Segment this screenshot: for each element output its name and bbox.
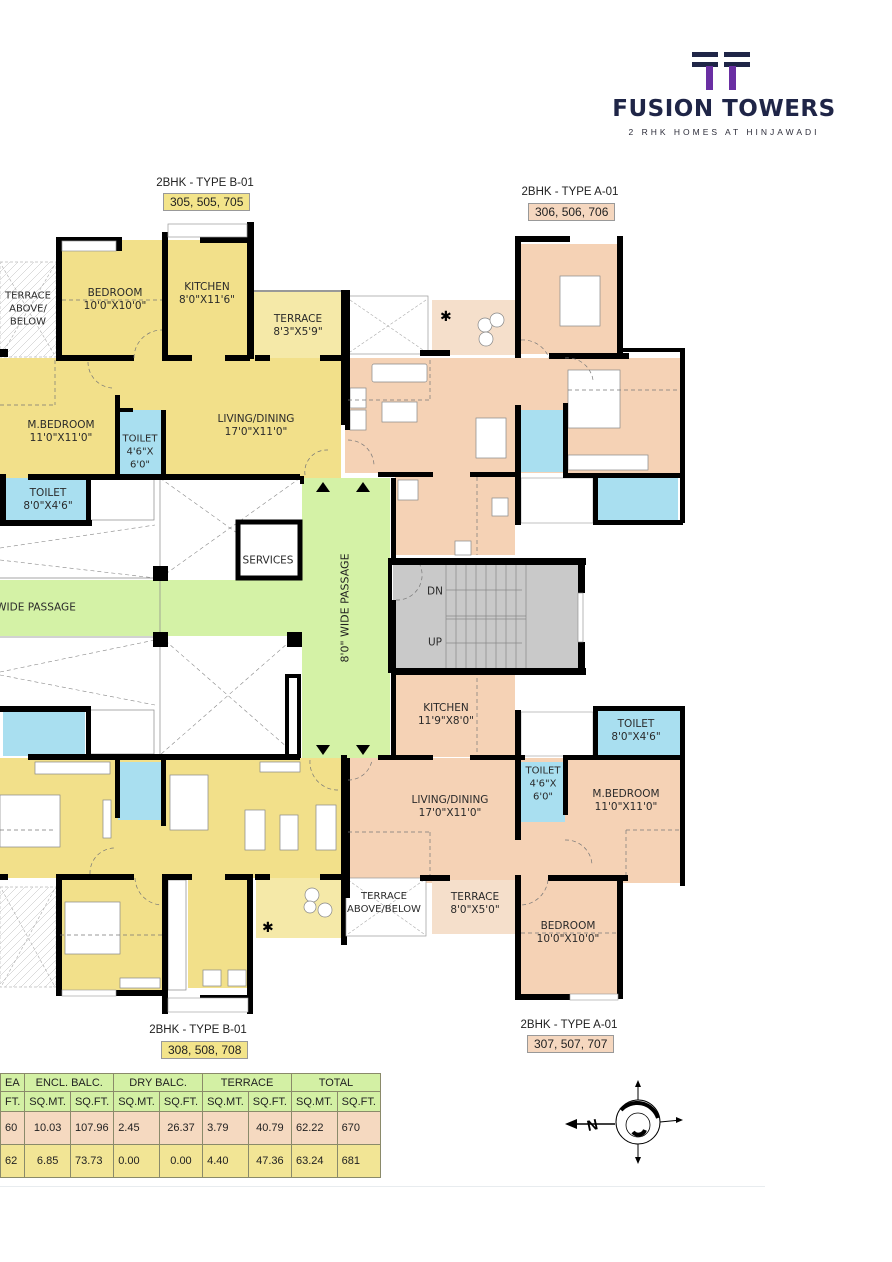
- brand-tagline: 2 RHK HOMES AT HINJAWADI: [628, 127, 820, 137]
- table-group-header: EA ENCL. BALC. DRY BALC. TERRACE TOTAL: [0, 1073, 381, 1092]
- horizontal-passage-label: WIDE PASSAGE: [0, 601, 76, 614]
- unit-numbers-bottom-right: 307, 507, 707: [527, 1035, 615, 1053]
- staircase: [391, 558, 586, 675]
- area-table: EA ENCL. BALC. DRY BALC. TERRACE TOTAL F…: [0, 1073, 381, 1178]
- unit-numbers-bottom-left: 308, 508, 708: [161, 1041, 249, 1059]
- unit-type-label-top-left: 2BHK - TYPE B-01: [156, 177, 254, 189]
- unit-type-label-bottom-right: 2BHK - TYPE A-01: [520, 1019, 618, 1031]
- table-row: 62 6.85 73.73 0.00 0.00 4.40 47.36 63.24…: [0, 1144, 381, 1178]
- fusion-towers-logo-icon: [692, 52, 750, 90]
- plant-icon: ✱: [262, 919, 274, 935]
- footer-divider: [0, 1186, 765, 1187]
- stair-up-label: UP: [427, 636, 443, 649]
- stair-down-label: DN: [427, 585, 443, 598]
- table-row: 60 10.03 107.96 2.45 26.37 3.79 40.79 62…: [0, 1111, 381, 1145]
- unit-bottom-left: ✱: [0, 706, 348, 1014]
- services-room: [235, 519, 303, 581]
- unit-type-label-top-right: 2BHK - TYPE A-01: [521, 186, 619, 198]
- brand-name: FUSION TOWERS: [612, 96, 836, 122]
- unit-type-label-bottom-left: 2BHK - TYPE B-01: [149, 1024, 247, 1036]
- room-terrace-above-below-br: TERRACE ABOVE/BELOW: [347, 891, 421, 915]
- unit-top-left: [0, 222, 348, 526]
- unit-bottom-right: [345, 675, 685, 1001]
- table-sub-header: FT. SQ.MT. SQ.FT. SQ.MT. SQ.FT. SQ.MT. S…: [0, 1091, 381, 1112]
- svg-text:N: N: [585, 1116, 599, 1135]
- vertical-passage-label: 8'0" WIDE PASSAGE: [338, 553, 352, 663]
- passage-arrows: [316, 482, 370, 755]
- plant-icon: ✱: [440, 308, 452, 324]
- room-terrace-above-below: TERRACE ABOVE/ BELOW: [5, 290, 51, 328]
- vertical-passage: [302, 478, 390, 758]
- unit-top-right: ✱: [345, 236, 685, 558]
- unit-numbers-top-right: 306, 506, 706: [528, 203, 616, 221]
- horizontal-passage: [0, 580, 302, 636]
- services-label: SERVICES: [242, 554, 294, 567]
- unit-numbers-top-left: 305, 505, 705: [163, 193, 251, 211]
- compass-north-arrow-icon: N: [565, 1080, 683, 1164]
